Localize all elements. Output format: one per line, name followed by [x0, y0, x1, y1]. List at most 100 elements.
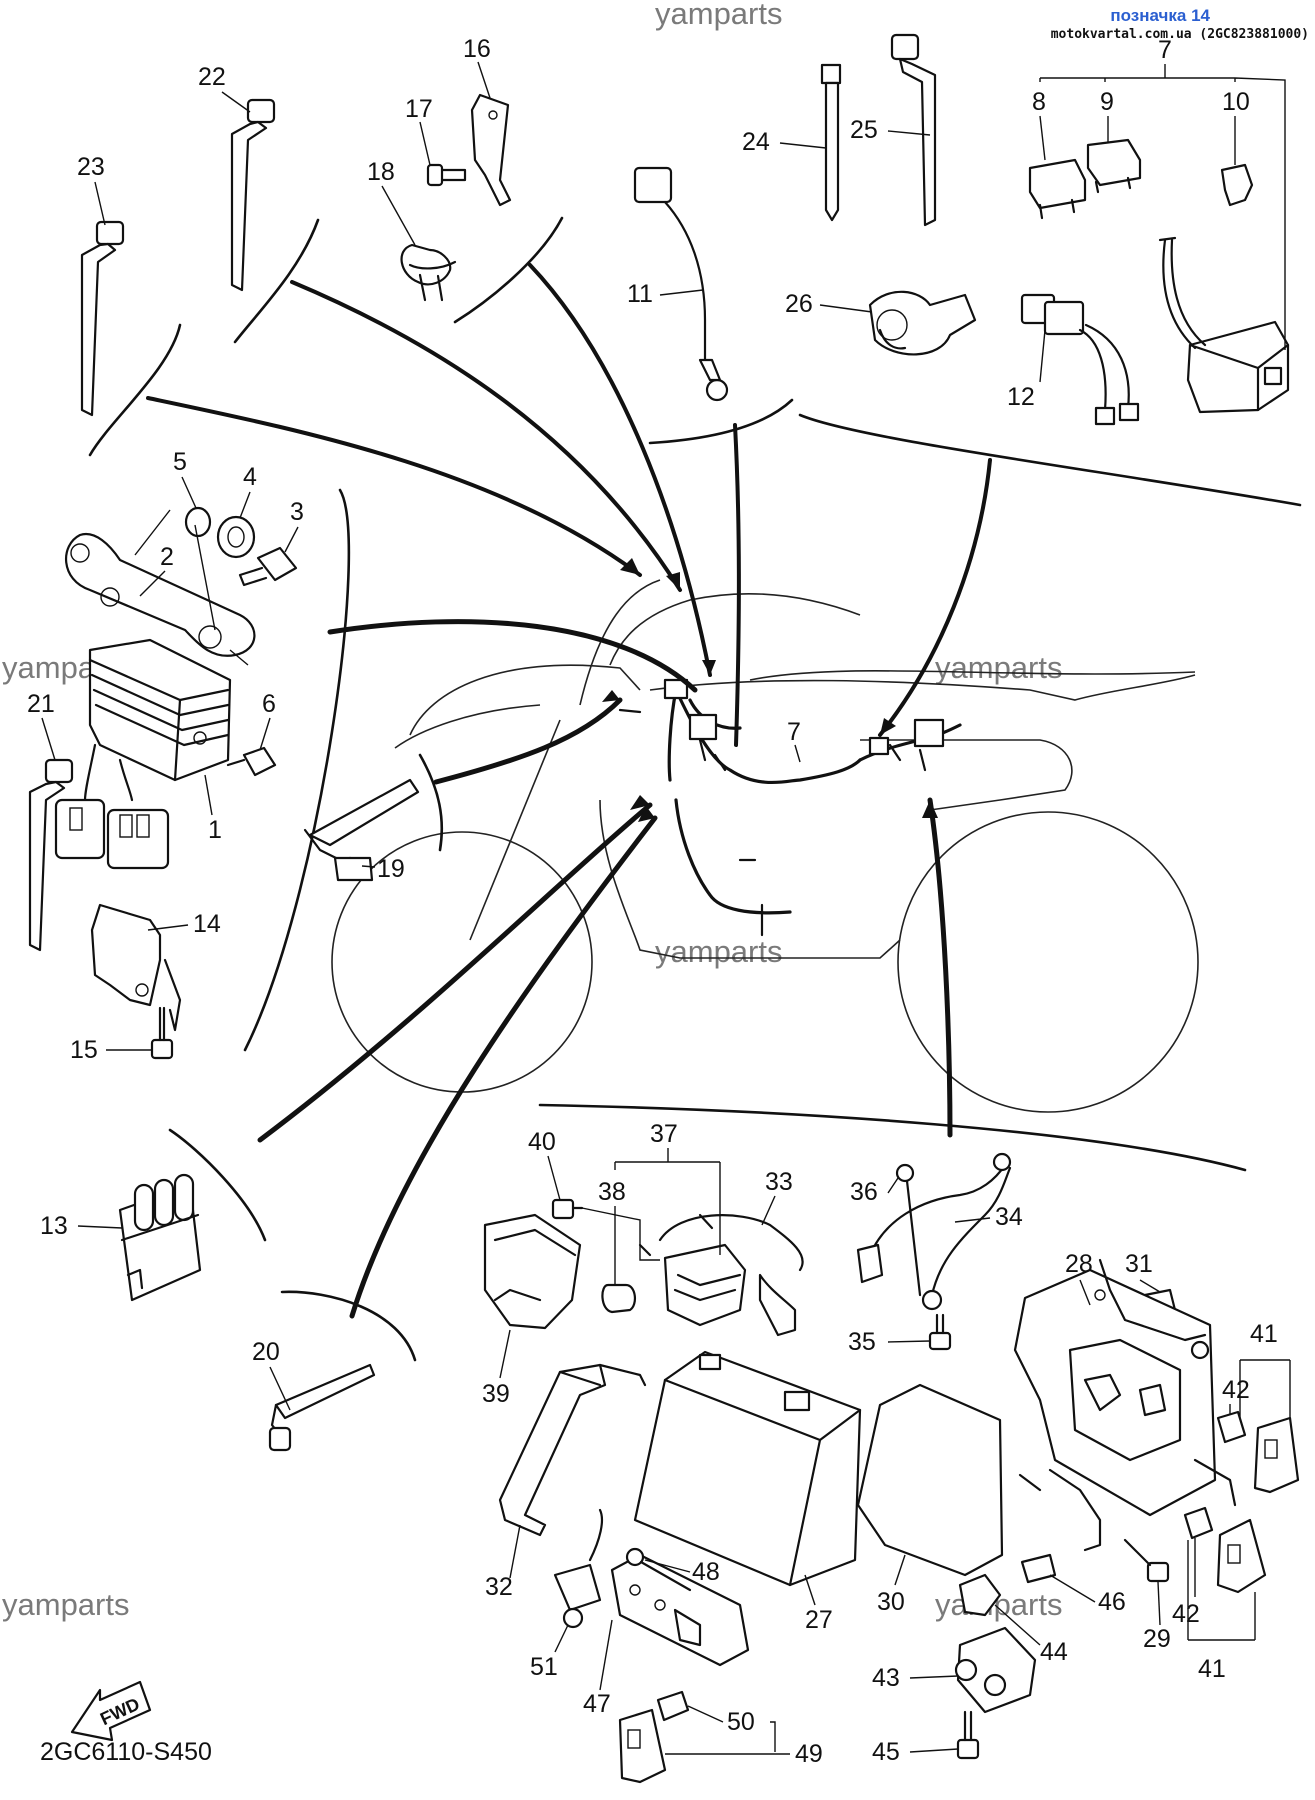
part-label-23: 23	[77, 153, 105, 181]
part-label-10: 10	[1222, 88, 1250, 116]
part-20-cable-band	[268, 1363, 376, 1452]
part-label-51: 51	[530, 1653, 558, 1681]
part-label-28: 28	[1065, 1250, 1093, 1278]
part-label-19: 19	[377, 855, 405, 883]
part-label-11: 11	[627, 280, 653, 308]
part-label-17: 17	[405, 95, 433, 123]
part-label-6: 6	[262, 690, 276, 718]
part-label-49: 49	[795, 1740, 823, 1768]
part-25-cable-clip	[890, 33, 937, 227]
part-label-32: 32	[485, 1573, 513, 1601]
part-label-14: 14	[193, 910, 221, 938]
group-brackets	[88, 216, 1302, 1362]
part-19-cable-band	[303, 778, 420, 882]
part-label-37: 37	[650, 1120, 678, 1148]
part-24-cable-tie	[820, 63, 842, 222]
part-6-bolt	[226, 746, 277, 777]
part-10-fuse	[1220, 163, 1254, 207]
part-label-5: 5	[173, 448, 187, 476]
part-39-starter-relay-cover	[483, 1213, 582, 1330]
part-15-screw	[150, 1006, 174, 1060]
part-label-47: 47	[583, 1690, 611, 1718]
part-40-screw	[551, 1198, 584, 1220]
part-17-bolt	[426, 163, 467, 187]
part-label-25: 25	[850, 116, 878, 144]
part-44-bracket	[958, 1573, 1002, 1617]
part-label-41-lower: 41	[1198, 1655, 1226, 1683]
part-label-8: 8	[1032, 88, 1046, 116]
part-label-34: 34	[995, 1203, 1023, 1231]
part-34-battery-lead	[856, 1152, 1012, 1311]
part-label-36: 36	[850, 1178, 878, 1206]
part-28-battery-box	[1013, 1258, 1237, 1552]
part-label-21: 21	[27, 690, 55, 718]
part-label-27: 27	[805, 1606, 833, 1634]
part-label-13: 13	[40, 1212, 68, 1240]
part-label-20: 20	[252, 1338, 280, 1366]
part-11-ground-lead	[633, 166, 729, 402]
part-33-lead	[638, 1213, 714, 1257]
part-label-7-harness: 7	[787, 718, 801, 746]
part-label-39: 39	[482, 1380, 510, 1408]
diagram-code: 2GC6110-S450	[40, 1738, 212, 1766]
part-label-30: 30	[877, 1588, 905, 1616]
part-7-fuse-box	[1158, 236, 1290, 414]
part-47-bracket	[610, 1553, 750, 1667]
part-label-48: 48	[692, 1558, 720, 1586]
part-1-rectifier	[54, 638, 232, 870]
part-14-bracket	[90, 903, 182, 1032]
part-label-12: 12	[1007, 383, 1035, 411]
part-label-44: 44	[1040, 1638, 1068, 1666]
part-12-sub-harness	[1020, 293, 1140, 426]
part-29-bolt	[1123, 1538, 1170, 1583]
part-32-battery-band	[498, 1363, 647, 1537]
part-5-collar	[184, 506, 212, 538]
watermark-bottom-left: yamparts	[2, 1587, 129, 1622]
part-16-bracket	[470, 93, 512, 207]
part-42-cover-lower	[1183, 1506, 1214, 1540]
part-label-4: 4	[243, 463, 257, 491]
part-43-relay	[954, 1626, 1037, 1714]
part-8-relay	[1028, 158, 1087, 220]
part-4-grommet	[216, 515, 256, 559]
part-48-screw	[625, 1547, 692, 1592]
part-18-clamp	[400, 243, 457, 302]
part-45-bolt	[956, 1710, 980, 1760]
assembly-leader-lines	[146, 263, 992, 1319]
part-26-buzzer	[868, 290, 977, 356]
part-49-coupler	[618, 1708, 667, 1784]
part-27-battery	[633, 1350, 862, 1587]
part-13-connector	[118, 1173, 202, 1302]
watermark-top: yamparts	[655, 0, 782, 31]
part-label-29: 29	[1143, 1625, 1171, 1653]
part-9-relay	[1086, 138, 1142, 194]
part-50-cover	[656, 1690, 690, 1722]
part-label-50: 50	[727, 1708, 755, 1736]
part-label-18: 18	[367, 158, 395, 186]
part-label-42-lower: 42	[1172, 1600, 1200, 1628]
motorcycle-outline	[331, 579, 1199, 1113]
part-label-31: 31	[1125, 1250, 1153, 1278]
part-22-cable-clip	[230, 98, 276, 292]
part-41-coupler-upper	[1253, 1416, 1300, 1494]
part-46-fuse-box-small	[1020, 1553, 1057, 1584]
part-label-22: 22	[198, 63, 226, 91]
watermark-middle: yamparts	[655, 934, 782, 969]
part-42-cover-upper	[1216, 1410, 1247, 1444]
header-title: позначка 14	[1110, 6, 1210, 25]
part-36-nut	[895, 1163, 922, 1297]
fwd-arrow: FWD	[70, 1680, 152, 1742]
part-label-2: 2	[160, 543, 174, 571]
part-label-40: 40	[528, 1128, 556, 1156]
wire-harness	[618, 678, 962, 937]
watermark-right: yamparts	[935, 650, 1062, 685]
part-label-46: 46	[1098, 1588, 1126, 1616]
part-label-42-upper: 42	[1222, 1376, 1250, 1404]
part-38-fuse	[601, 1283, 636, 1314]
part-label-15: 15	[70, 1036, 98, 1064]
part-label-33: 33	[765, 1168, 793, 1196]
part-23-cable-clip	[80, 220, 125, 417]
header-subtitle: motokvartal.com.ua (2GC823881000)	[1050, 27, 1309, 42]
part-label-35: 35	[848, 1328, 876, 1356]
